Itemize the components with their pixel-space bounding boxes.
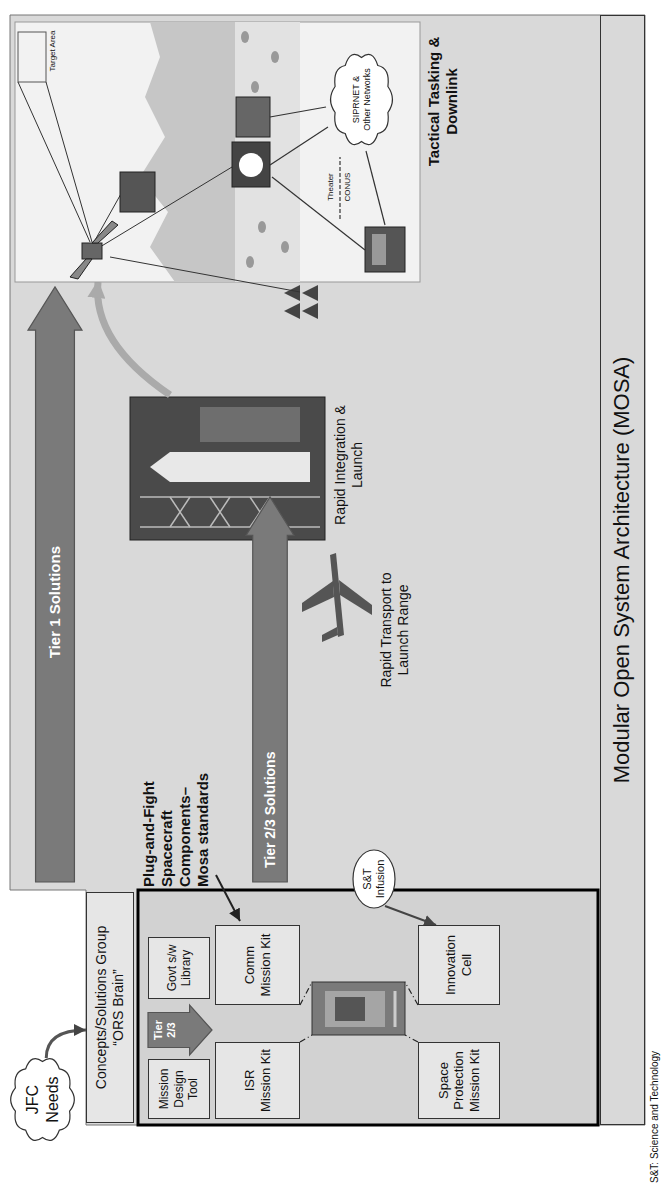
infusion-ellipse-shape — [353, 850, 395, 908]
tool-box: Mission Design Tool — [148, 1059, 210, 1119]
node-text: Modular Open System Architecture (MOSA) — [609, 357, 635, 784]
node-text: “ORS Brain” — [110, 969, 127, 1045]
mission-kit-box: Comm Mission Kit — [215, 925, 300, 1005]
tier-arrow: Tier 2/3 — [148, 1005, 212, 1055]
needs-cloud-shape — [11, 1059, 75, 1141]
node-text: Tier 2/3 Solutions — [262, 752, 279, 868]
node-text: S&T Infusion — [361, 855, 387, 903]
step-label: Tactical Tasking & Downlink — [425, 24, 461, 179]
node-text: Mission Design Tool — [157, 1064, 200, 1114]
node-text: ISR Mission Kit — [242, 1047, 273, 1114]
callout-text: Plug-and-Fight Spacecraft Components– Mo… — [140, 747, 212, 887]
innovation-box: Innovation Cell — [418, 925, 500, 1005]
node-text: Tier 1 Solutions — [46, 546, 64, 658]
node-text: Comm Mission Kit — [242, 930, 273, 1000]
node-text: Space Protection Mission Kit — [436, 1047, 483, 1114]
connector-arrow — [385, 906, 436, 925]
mission-kit-box: Space Protection Mission Kit — [418, 1042, 500, 1119]
node-text: Concepts/Solutions Group — [93, 926, 110, 1089]
node-text: JFC Needs — [23, 1071, 61, 1128]
network-cloud-shape — [331, 54, 393, 144]
step-label: Rapid Integration & Launch — [332, 395, 366, 535]
connector-arrow — [46, 1030, 86, 1058]
infusion-ellipse: S&T Infusion — [352, 849, 396, 909]
node-text: SIPRNET & Other Networks — [351, 68, 373, 131]
map-label: Theater — [326, 159, 336, 215]
tier-arrow-shape — [28, 287, 82, 882]
tier-arrow-shape — [148, 1005, 212, 1055]
map-label: Target Area — [48, 27, 58, 75]
map-label: CONUS — [343, 159, 353, 215]
mission-kit-box: ISR Mission Kit — [215, 1042, 300, 1119]
solutions-group-box: Concepts/Solutions Group“ORS Brain” — [86, 892, 134, 1123]
network-cloud: SIPRNET & Other Networks — [325, 47, 398, 152]
step-label: Rapid Transport to Launch Range — [378, 560, 412, 700]
needs-cloud-outline — [5, 1052, 80, 1147]
library-box: Govt s/w Library — [148, 937, 210, 999]
architecture-band: Modular Open System Architecture (MOSA) — [600, 15, 645, 1125]
node-text: Tier 2/3 — [152, 1015, 178, 1045]
node-text: Govt s/w Library — [165, 942, 194, 994]
tier-arrow-shape — [246, 497, 294, 882]
needs-cloud: JFC Needs — [5, 1052, 80, 1147]
tier-arrow: Tier 2/3 Solutions — [246, 497, 294, 882]
footnote: S&T: Science and Technology — [649, 943, 661, 1183]
node-text: Innovation Cell — [443, 930, 474, 1000]
tier-arrow: Tier 1 Solutions — [28, 287, 82, 882]
